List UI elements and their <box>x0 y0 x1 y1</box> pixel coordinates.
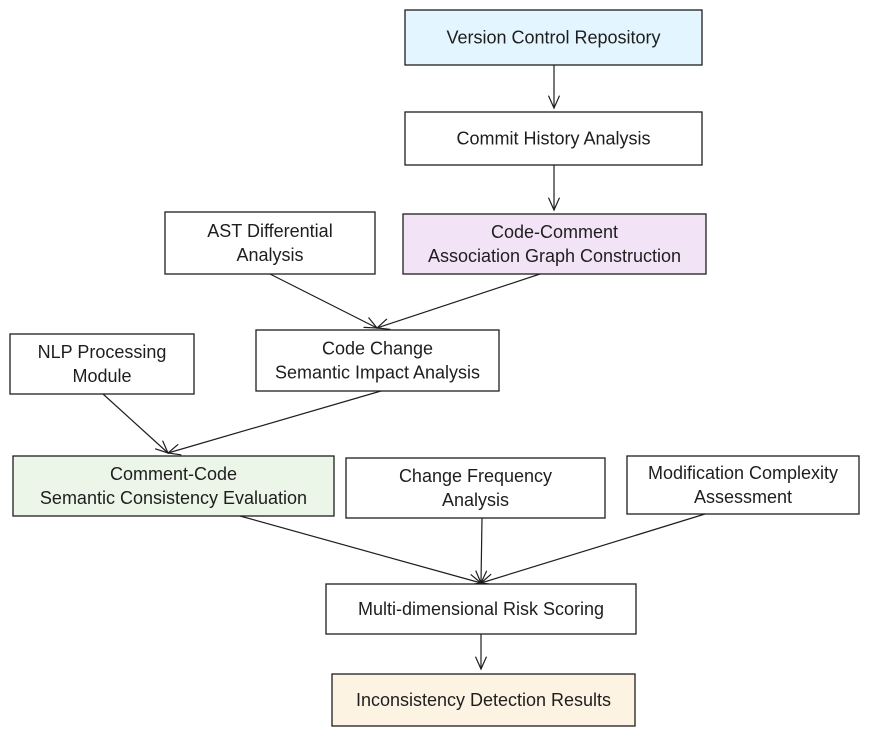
edge-code-change-impact-to-comment-code-consistency <box>166 390 382 456</box>
node-box-comment-code-consistency <box>12 455 335 517</box>
node-box-modification-complexity <box>626 455 860 515</box>
node-label-comment-code-consistency: Semantic Consistency Evaluation <box>40 488 307 508</box>
node-label-nlp-processing-module: Module <box>72 366 131 386</box>
edges-layer <box>102 64 706 671</box>
node-label-change-frequency-analysis: Change Frequency <box>399 466 552 486</box>
edge-commit-history-analysis-to-code-comment-graph <box>548 164 560 212</box>
edge-code-comment-graph-to-code-change-impact <box>375 273 541 330</box>
node-label-code-comment-graph: Code-Comment <box>491 222 618 242</box>
node-label-modification-complexity: Assessment <box>694 487 792 507</box>
node-box-code-change-impact <box>255 329 500 392</box>
edge-line <box>167 390 382 454</box>
node-label-version-control-repository: Version Control Repository <box>446 28 660 48</box>
edge-line <box>239 515 482 584</box>
node-label-ast-differential-analysis: AST Differential <box>207 221 332 241</box>
node-box-detection-results <box>331 673 636 727</box>
edge-line <box>269 273 378 329</box>
node-label-nlp-processing-module: NLP Processing <box>38 342 167 362</box>
edge-ast-differential-analysis-to-code-change-impact <box>269 273 379 329</box>
node-box-commit-history-analysis <box>404 111 703 166</box>
edge-nlp-processing-module-to-comment-code-consistency <box>102 393 170 454</box>
node-commit-history-analysis: Commit History Analysis <box>404 111 703 166</box>
node-label-ast-differential-analysis: Analysis <box>236 245 303 265</box>
edge-comment-code-consistency-to-risk-scoring <box>239 515 483 586</box>
edge-line <box>480 513 706 584</box>
edge-change-frequency-analysis-to-risk-scoring <box>475 517 488 585</box>
node-box-nlp-processing-module <box>9 333 195 395</box>
node-detection-results: Inconsistency Detection Results <box>331 673 636 727</box>
node-label-detection-results: Inconsistency Detection Results <box>356 690 611 710</box>
node-box-change-frequency-analysis <box>345 457 606 519</box>
edge-line <box>102 393 169 454</box>
node-label-modification-complexity: Modification Complexity <box>648 463 838 483</box>
edge-line <box>480 517 483 584</box>
node-label-code-change-impact: Semantic Impact Analysis <box>275 363 480 383</box>
edge-modification-complexity-to-risk-scoring <box>479 513 706 586</box>
node-label-comment-code-consistency: Comment-Code <box>110 464 237 484</box>
edge-version-control-repository-to-commit-history-analysis <box>548 64 560 110</box>
node-box-code-comment-graph <box>402 213 707 275</box>
node-label-commit-history-analysis: Commit History Analysis <box>456 129 650 149</box>
node-label-code-change-impact: Code Change <box>322 339 433 359</box>
node-box-version-control-repository <box>404 9 703 66</box>
node-version-control-repository: Version Control Repository <box>404 9 703 66</box>
node-label-risk-scoring: Multi-dimensional Risk Scoring <box>358 599 604 619</box>
edge-line <box>376 273 541 329</box>
node-label-change-frequency-analysis: Analysis <box>442 490 509 510</box>
node-risk-scoring: Multi-dimensional Risk Scoring <box>325 583 637 635</box>
arrowhead-icon <box>548 197 560 212</box>
arrowhead-icon <box>475 656 487 671</box>
node-box-ast-differential-analysis <box>164 211 376 275</box>
edge-risk-scoring-to-detection-results <box>475 633 487 671</box>
arrowhead-icon <box>548 95 560 110</box>
node-box-risk-scoring <box>325 583 637 635</box>
arrowhead-icon <box>166 444 182 456</box>
node-label-code-comment-graph: Association Graph Construction <box>428 246 681 266</box>
arrowhead-icon <box>375 318 391 330</box>
